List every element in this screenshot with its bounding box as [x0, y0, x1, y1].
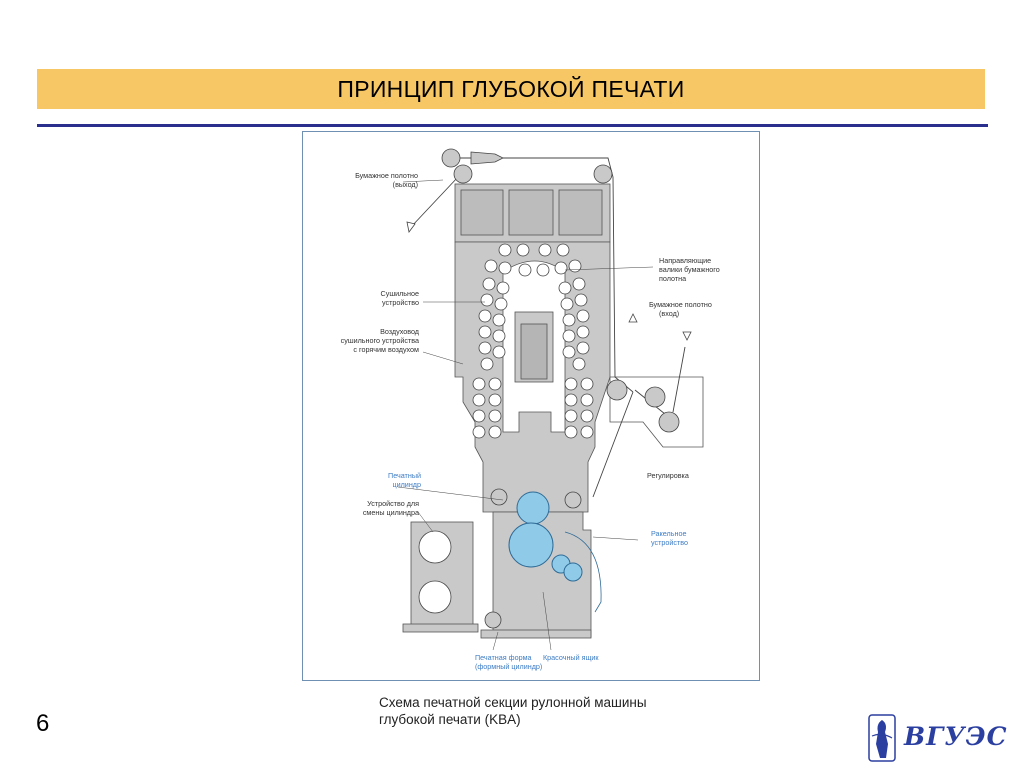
label-dryer: Сушильное: [381, 289, 419, 298]
title-divider: [37, 124, 988, 127]
label-duct: Воздуховод: [380, 327, 420, 336]
label-guide-rollers: Направляющие: [659, 256, 711, 265]
figure-caption: Схема печатной секции рулонной машины гл…: [379, 694, 647, 728]
page-number: 6: [36, 710, 50, 737]
label-duct-3: с горячим воздухом: [353, 345, 419, 354]
label-impression-cylinder-2: цилиндр: [392, 480, 421, 489]
label-doctor-blade: Ракельное: [651, 529, 686, 538]
logo-text: ВГУЭС: [904, 722, 1008, 751]
diagram-canvas: Бумажное полотно (выход) Сушильное устро…: [341, 148, 720, 671]
title-band: ПРИНЦИП ГЛУБОКОЙ ПЕЧАТИ: [37, 69, 985, 109]
label-cylinder-changer: Устройство для: [367, 499, 419, 508]
label-dryer-2: устройство: [382, 298, 419, 307]
caption-line-2: глубокой печати (KBA): [379, 712, 521, 727]
arrows: [406, 221, 692, 341]
gravure-diagram: Бумажное полотно (выход) Сушильное устро…: [302, 131, 760, 681]
label-paper-out: Бумажное полотно: [355, 171, 418, 180]
slide-title: ПРИНЦИП ГЛУБОКОЙ ПЕЧАТИ: [337, 75, 685, 102]
label-guide-rollers-3: полотна: [659, 274, 686, 283]
label-form-cylinder-2: (формный цилиндр): [475, 662, 542, 671]
label-form-cylinder: Печатная форма: [475, 653, 532, 662]
machine-frame: [402, 183, 704, 639]
dryer-rollers: [472, 243, 594, 439]
label-impression-cylinder: Печатный: [388, 471, 421, 480]
printing-cylinders: [508, 491, 583, 582]
web-rollers: [484, 379, 680, 629]
label-guide-rollers-2: валики бумажного: [659, 265, 720, 274]
university-logo: ВГУЭС: [868, 714, 1006, 764]
top-rollers: [441, 148, 613, 184]
caption-line-1: Схема печатной секции рулонной машины: [379, 695, 647, 710]
label-paper-in: Бумажное полотно: [649, 300, 712, 309]
diagram-labels: Бумажное полотно (выход) Сушильное устро…: [341, 171, 720, 671]
label-paper-in-2: (вход): [659, 309, 679, 318]
logo-emblem-icon: [868, 714, 896, 762]
label-doctor-blade-2: устройство: [651, 538, 688, 547]
changer-wheels: [418, 530, 452, 614]
form-cylinder: [508, 522, 554, 568]
leader-lines: [397, 179, 654, 651]
label-regulation: Регулировка: [647, 471, 689, 480]
impression-cylinder: [516, 491, 550, 525]
label-ink-trough: Красочный ящик: [543, 653, 599, 662]
label-duct-2: сушильного устройства: [341, 336, 419, 345]
label-cylinder-changer-2: смены цилиндра: [363, 508, 419, 517]
label-paper-out-2: (выход): [393, 180, 418, 189]
